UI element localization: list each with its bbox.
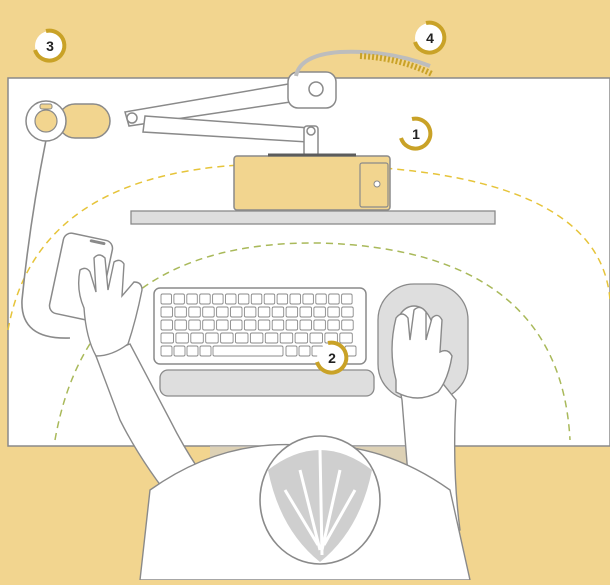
keyboard-key	[161, 294, 172, 304]
keyboard-key	[213, 294, 224, 304]
marker-number-3: 3	[46, 38, 54, 54]
marker-badge-3: 3	[35, 31, 65, 61]
keyboard-key	[272, 307, 284, 317]
keyboard-key	[187, 294, 198, 304]
keyboard-key	[174, 294, 185, 304]
keyboard-key	[203, 307, 215, 317]
keyboard-key	[217, 307, 229, 317]
keyboard-key	[217, 320, 229, 330]
keyboard-key	[286, 307, 298, 317]
keyboard-key	[264, 294, 275, 304]
keyboard-key	[258, 320, 270, 330]
keyboard-key	[206, 333, 219, 343]
keyboard-key	[161, 307, 173, 317]
keyboard-key	[342, 307, 354, 317]
keyboard-key	[329, 294, 340, 304]
keyboard-key	[258, 307, 270, 317]
keyboard-key	[310, 333, 323, 343]
keyboard-key	[175, 307, 187, 317]
keyboard-key	[272, 320, 284, 330]
keyboard-key	[328, 320, 340, 330]
keyboard-key	[316, 294, 327, 304]
keyboard-key	[161, 333, 174, 343]
marker-number-4: 4	[426, 30, 434, 46]
keyboard-key	[340, 333, 353, 343]
keyboard-key	[300, 320, 312, 330]
marker-badge-4: 4	[415, 23, 445, 53]
keyboard-key	[314, 320, 326, 330]
keyboard-key	[200, 294, 211, 304]
keyboard-key	[314, 307, 326, 317]
keyboard-key	[286, 320, 298, 330]
keyboard-key	[174, 346, 185, 356]
keyboard-key	[189, 320, 201, 330]
keyboard-key	[236, 333, 249, 343]
keyboard-key	[161, 320, 173, 330]
keyboard-key	[231, 307, 243, 317]
keyboard-key	[161, 346, 172, 356]
keyboard-key	[200, 346, 211, 356]
keyboard-key	[286, 346, 297, 356]
keyboard-key	[277, 294, 288, 304]
marker-number-2: 2	[328, 350, 336, 366]
keyboard-key	[290, 294, 301, 304]
desk-clamp	[26, 101, 110, 141]
keyboard-key	[342, 320, 354, 330]
keyboard-key	[328, 307, 340, 317]
person-head	[260, 436, 380, 564]
keyboard-key	[187, 346, 198, 356]
keyboard-key	[295, 333, 308, 343]
keyboard-key	[221, 333, 234, 343]
keyboard-key	[189, 307, 201, 317]
keyboard-key	[280, 333, 293, 343]
keyboard-key	[238, 294, 249, 304]
keyboard-key	[176, 333, 189, 343]
keyboard-key	[203, 320, 215, 330]
keyboard-key	[226, 294, 237, 304]
keyboard-key	[265, 333, 278, 343]
keyboard-key	[231, 320, 243, 330]
monitor	[234, 155, 390, 210]
keyboard-key	[244, 320, 256, 330]
keyboard-wrist-rest	[160, 370, 374, 396]
keyboard-key	[251, 294, 261, 304]
marker-number-1: 1	[412, 126, 420, 142]
keyboard-key	[300, 307, 312, 317]
cable-sleeve	[360, 56, 432, 74]
keyboard-key	[244, 307, 256, 317]
keyboard-key	[342, 294, 353, 304]
keyboard-spacebar	[213, 346, 283, 356]
keyboard-key	[175, 320, 187, 330]
keyboard-key	[250, 333, 263, 343]
keyboard-key	[299, 346, 310, 356]
monitor-stand-shelf	[131, 211, 495, 224]
keyboard-key	[191, 333, 204, 343]
keyboard-key	[303, 294, 314, 304]
